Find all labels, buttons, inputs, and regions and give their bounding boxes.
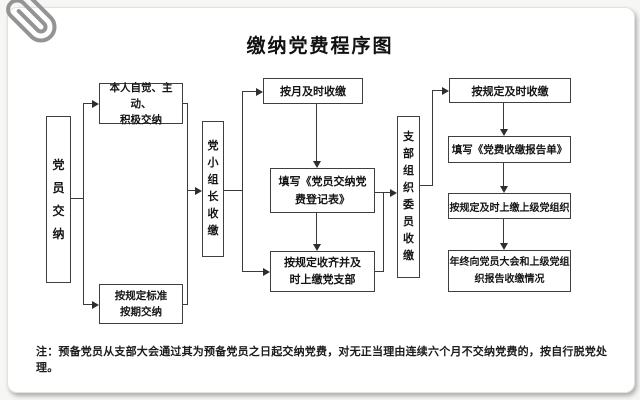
arrowhead [263,267,270,276]
arrowhead [312,244,321,251]
connector [420,185,433,186]
arrowhead [92,99,99,108]
footnote: 注：预备党员从支部大会通过其为预备党员之日起交纳党费，对无正当理由连续六个月不交… [36,346,608,374]
node-party-member: 党员交纳 [46,116,71,283]
arrowhead [499,186,508,193]
connector [187,103,188,305]
connector [432,90,443,91]
arrowhead [499,129,508,136]
arrowhead [195,186,202,195]
connector [503,219,504,244]
node-rule-collect: 按规定及时收缴 [449,78,571,103]
connector [83,304,93,305]
node-standard-pay: 按规定标准 按期交纳 [99,284,183,324]
paperclip-icon [5,0,59,50]
arrowhead [92,300,99,309]
connector [183,304,188,305]
connector [432,90,433,186]
connector [224,190,243,191]
node-group-leader: 党小组长收缴 [202,121,224,257]
arrowhead [256,87,263,96]
arrowhead [442,86,449,95]
connector [83,103,84,305]
connector [187,190,196,191]
connector [503,163,504,188]
connector [83,103,93,104]
page-title: 缴纳党费程序图 [246,36,394,57]
node-register-form: 填写《党员交纳党 费登记表》 [270,168,375,213]
connector [71,198,83,199]
arrowhead [312,161,321,168]
arrowhead [390,188,397,197]
node-submit-upper: 按规定及时上缴上级党组织 [448,193,571,219]
connector [242,271,263,272]
node-monthly-collect: 按月及时收缴 [263,78,363,104]
connector [503,103,504,130]
connector [242,91,243,272]
connector [316,213,317,245]
connector [316,104,317,162]
node-collect-submit-branch: 按规定收齐并及 时上缴党支部 [270,251,375,292]
arrowhead [499,243,508,250]
connector [242,91,257,92]
connector [383,192,384,272]
connector [375,271,383,272]
node-year-end-report: 年终向党员大会和上级党组 织报告收缴情况 [448,250,571,292]
node-report-form: 填写《党费收缴报告单》 [448,136,571,163]
connector [183,103,188,104]
node-branch-committee: 支部组织委员收缴 [397,116,420,278]
node-self-pay: 本人自觉、主动、 积极交纳 [99,82,183,126]
